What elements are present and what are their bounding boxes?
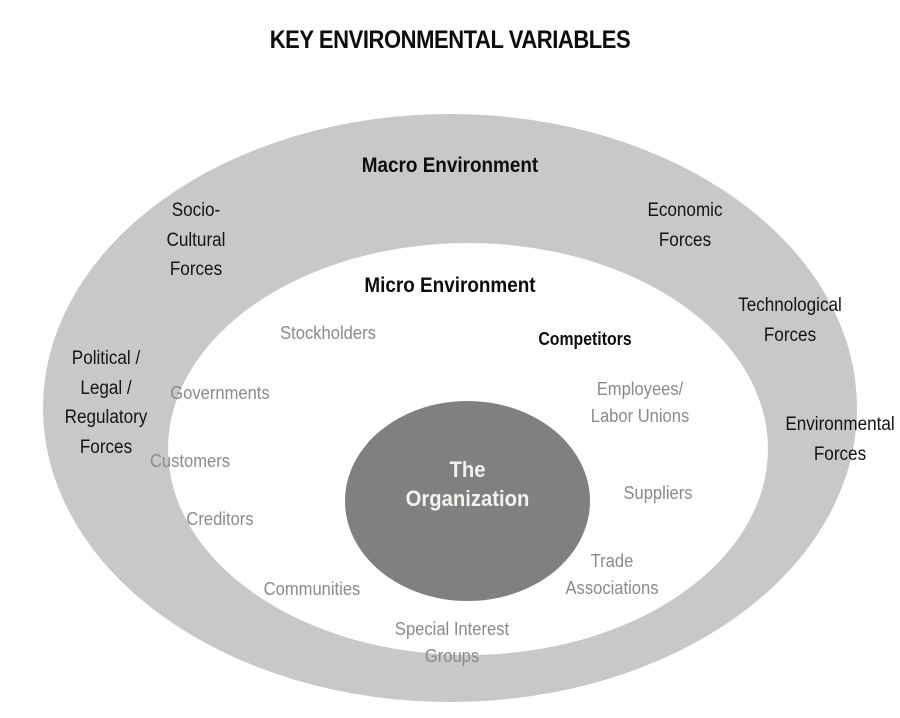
page-title: KEY ENVIRONMENTAL VARIABLES <box>269 26 631 54</box>
macro-label-technological-forces: Technological Forces <box>700 291 880 350</box>
micro-label-creditors: Creditors <box>186 509 254 529</box>
macro-label-line: Forces <box>658 229 712 251</box>
micro-label-trade-associations: Trade Associations <box>520 548 704 602</box>
macro-label-economic-forces: Economic Forces <box>595 196 775 255</box>
macro-label-line: Forces <box>79 436 133 458</box>
macro-label-line: Socio- <box>171 200 221 221</box>
micro-label-line: Trade <box>590 551 634 571</box>
organization-label-line-2: Organization <box>405 486 530 512</box>
micro-label-suppliers: Suppliers <box>623 483 693 503</box>
micro-environment-heading: Micro Environment <box>364 274 536 297</box>
micro-label-customers: Customers <box>149 451 231 471</box>
micro-label-competitors: Competitors <box>538 329 632 349</box>
macro-label-line: Political / <box>71 348 141 369</box>
macro-label-line: Forces <box>169 259 223 281</box>
organization-label-line-1: The <box>449 457 486 482</box>
organization-circle <box>345 401 590 601</box>
micro-label-line: Special Interest <box>394 619 510 639</box>
micro-label-line: Associations <box>565 578 659 598</box>
macro-label-political-legal-regulatory-forces: Political / Legal / Regulatory Forces <box>25 344 187 463</box>
micro-label-line: Employees/ <box>596 379 684 399</box>
macro-label-line: Legal / <box>80 377 132 399</box>
macro-label-line: Forces <box>813 443 867 465</box>
macro-label-line: Forces <box>763 324 817 346</box>
macro-label-line: Cultural <box>166 229 226 251</box>
micro-label-line: Groups <box>424 646 480 666</box>
macro-label-environmental-forces: Environmental Forces <box>750 410 900 469</box>
macro-environment-heading: Macro Environment <box>361 154 539 177</box>
micro-label-stockholders: Stockholders <box>280 323 376 343</box>
macro-label-line: Regulatory <box>64 407 148 429</box>
micro-label-line: Labor Unions <box>590 406 690 426</box>
organization-label: The Organization <box>355 455 580 514</box>
macro-label-line: Environmental <box>785 414 895 435</box>
micro-label-communities: Communities <box>263 579 361 599</box>
macro-label-line: Economic <box>647 200 723 221</box>
macro-label-line: Technological <box>738 295 842 316</box>
micro-label-governments: Governments <box>170 383 270 403</box>
macro-label-socio-cultural-forces: Socio- Cultural Forces <box>106 196 286 285</box>
micro-label-special-interest-groups: Special Interest Groups <box>360 616 544 670</box>
micro-label-employees-labor-unions: Employees/ Labor Unions <box>548 376 732 430</box>
